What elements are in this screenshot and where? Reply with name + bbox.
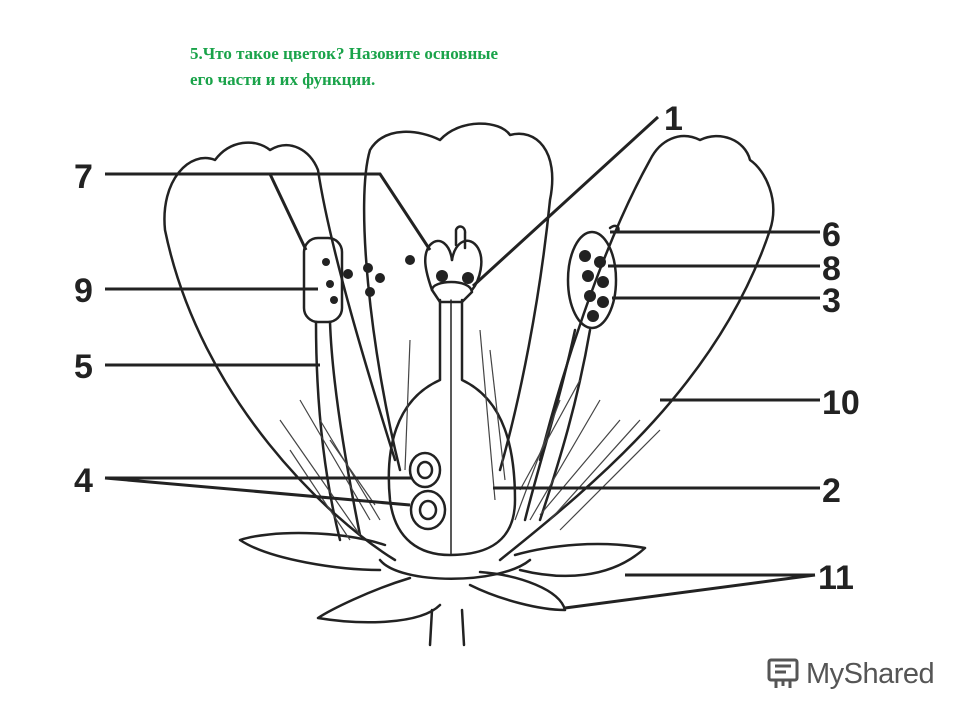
myshared-logo: MyShared	[766, 654, 935, 694]
petal-center	[362, 122, 554, 472]
anther-left	[302, 236, 344, 324]
stigma	[430, 280, 474, 304]
leader-lines	[104, 115, 820, 610]
petal-veins	[279, 329, 661, 541]
ovule-upper	[408, 451, 442, 489]
label-11: 11	[818, 559, 854, 597]
label-2: 2	[822, 472, 841, 510]
petal-right	[498, 134, 775, 562]
label-4: 4	[74, 462, 93, 500]
label-6: 6	[822, 216, 841, 254]
pollen-grains	[322, 250, 609, 322]
receptacle	[378, 558, 532, 580]
ovule-lower	[409, 489, 447, 531]
stem	[428, 608, 466, 647]
sepal-left	[238, 531, 387, 572]
presentation-board-icon	[767, 658, 799, 688]
question-line-2: его части и их функции.	[190, 70, 376, 89]
label-7: 7	[74, 158, 93, 196]
sepal-right	[513, 542, 647, 578]
label-1: 1	[664, 100, 683, 138]
pistil	[387, 298, 517, 557]
label-8: 8	[822, 250, 841, 288]
label-5: 5	[74, 348, 93, 386]
logo-text: MyShared	[806, 657, 935, 690]
sepal-front-left	[316, 576, 442, 624]
sepal-front-right	[468, 570, 567, 612]
label-3: 3	[822, 282, 841, 320]
question-text: 5.Что такое цветок? Назовите основные ег…	[190, 41, 710, 93]
anther-right	[566, 230, 618, 330]
label-10: 10	[822, 384, 860, 422]
question-line-1: 5.Что такое цветок? Назовите основные	[190, 44, 499, 63]
label-9: 9	[74, 272, 93, 310]
petal-left	[163, 141, 397, 562]
